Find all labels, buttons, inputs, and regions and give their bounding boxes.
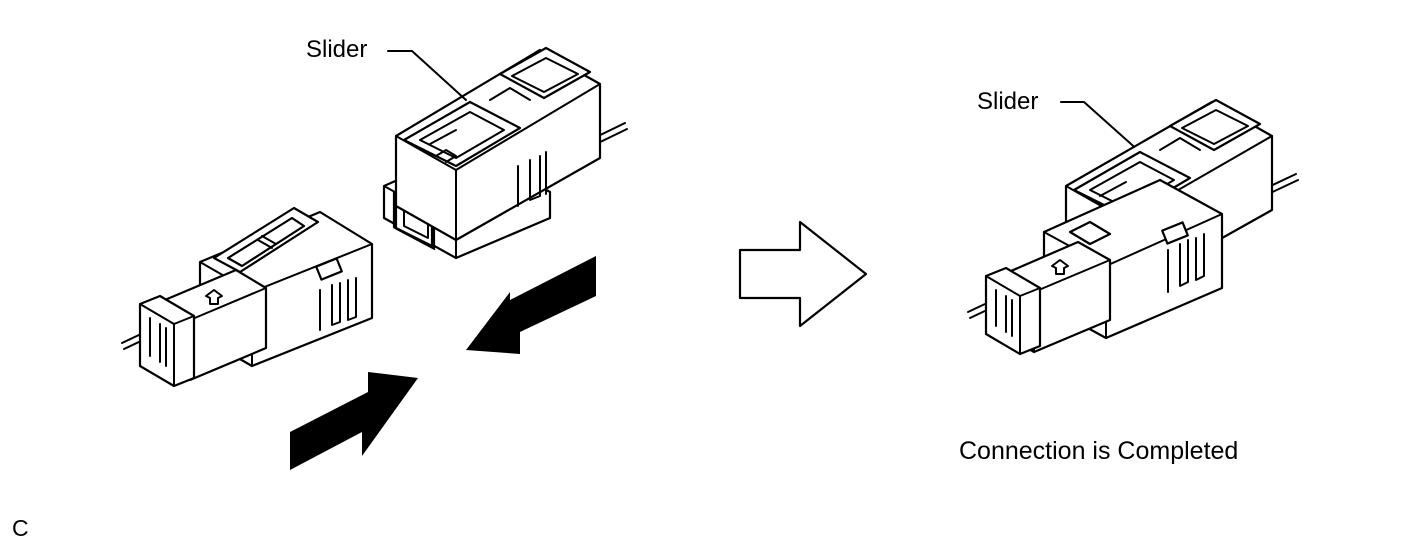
slider-label-left: Slider xyxy=(306,36,368,63)
slider-label-right: Slider xyxy=(977,88,1039,115)
male-connector-left xyxy=(121,206,374,388)
connected-assembly xyxy=(967,98,1299,356)
slider-leader-right xyxy=(1060,101,1141,153)
corner-mark: C xyxy=(12,515,29,541)
slider-leader-left xyxy=(387,50,467,101)
connection-completed-caption: Connection is Completed xyxy=(959,437,1239,465)
female-connector-left xyxy=(382,46,628,260)
push-arrow-lower-icon xyxy=(290,372,418,470)
result-arrow-icon xyxy=(738,220,868,328)
push-arrow-upper-icon xyxy=(466,256,596,354)
